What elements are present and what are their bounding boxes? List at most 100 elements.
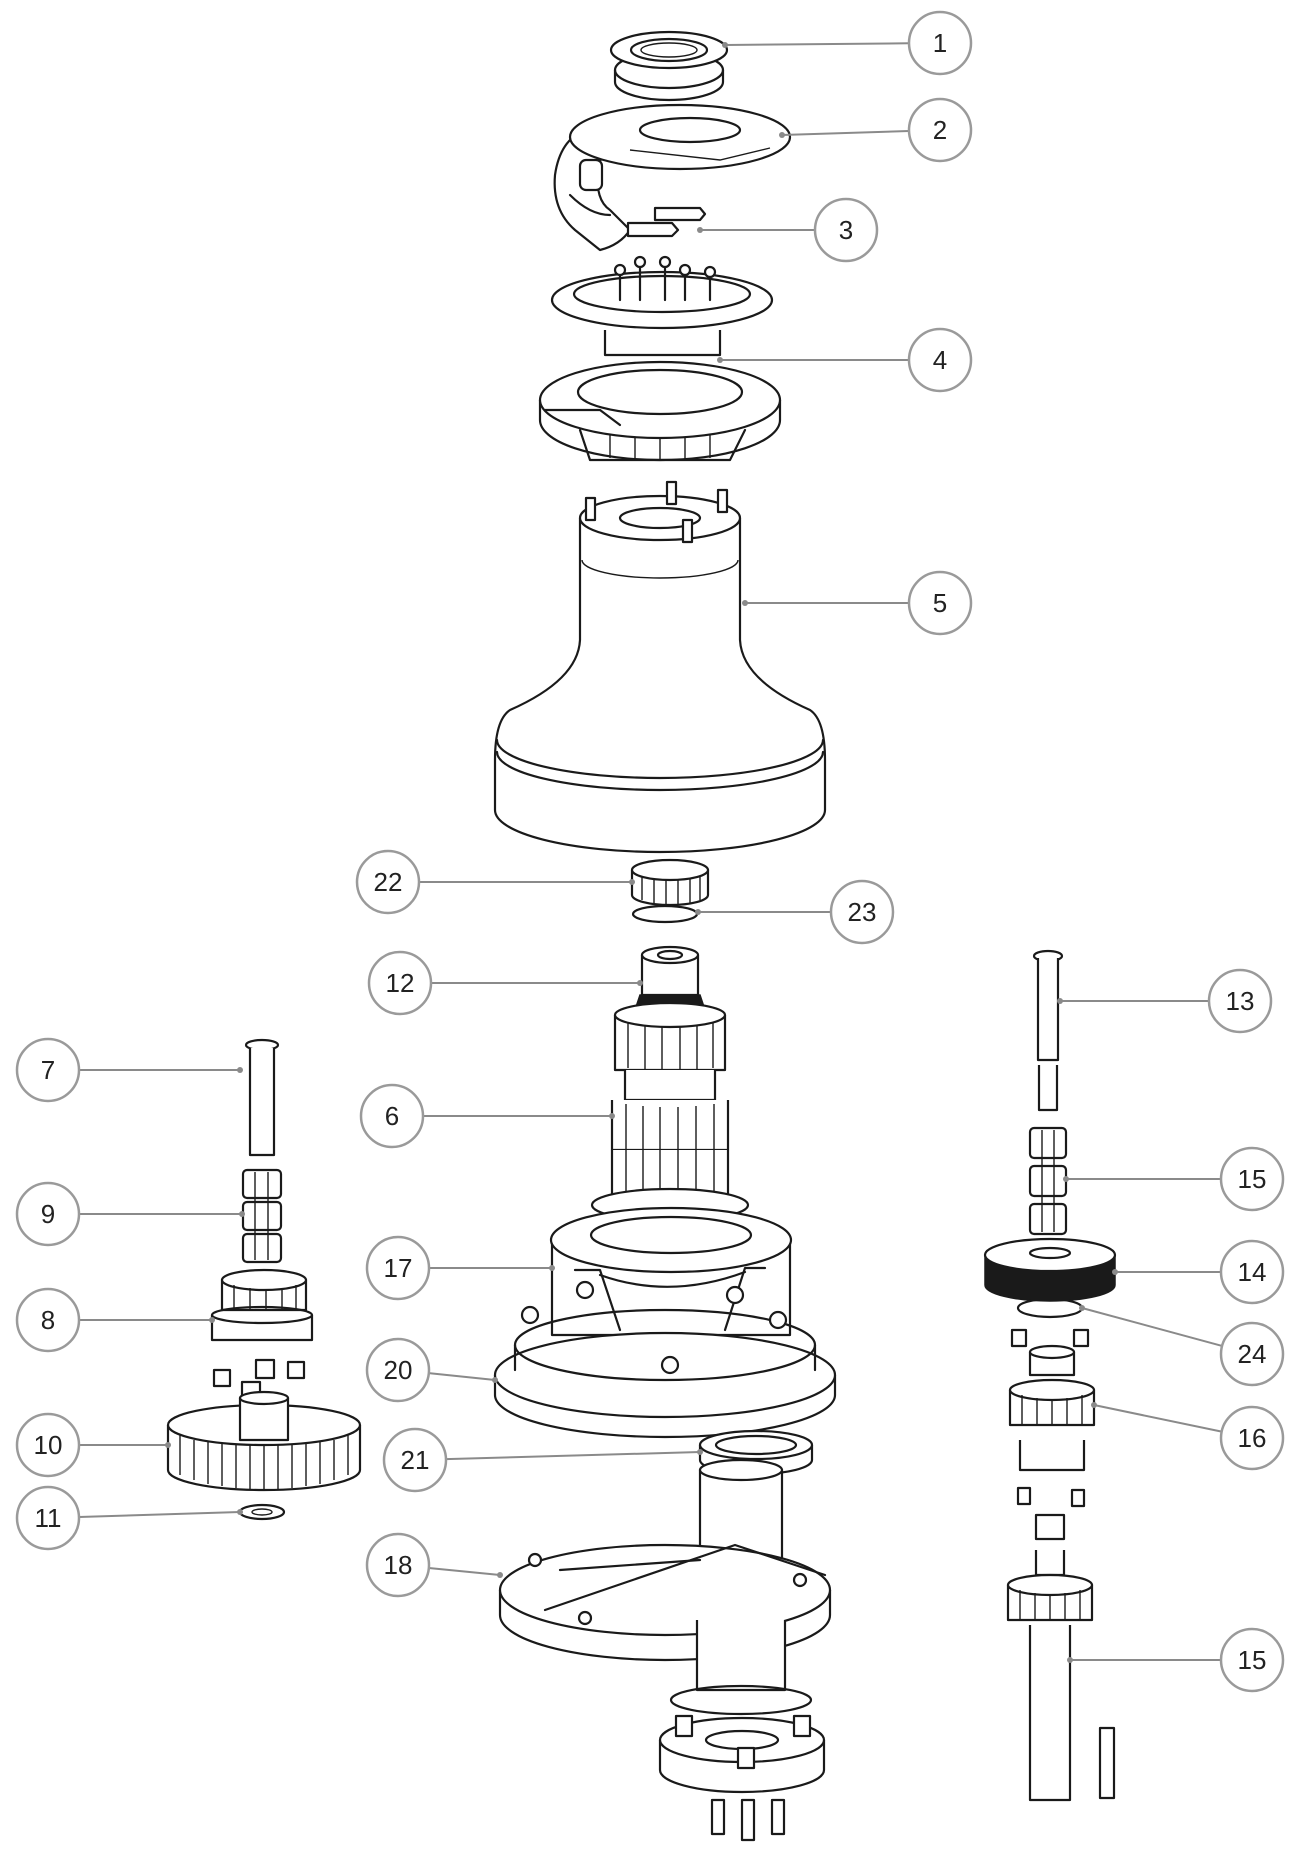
callout-label: 12 xyxy=(386,968,415,998)
callout-label: 15 xyxy=(1238,1645,1267,1675)
callout-c10: 10 xyxy=(15,1412,171,1478)
leader-dot xyxy=(497,1572,503,1578)
callout-circle xyxy=(1207,968,1273,1034)
leader-dot xyxy=(1091,1402,1097,1408)
callout-circle xyxy=(1219,1321,1285,1387)
callout-label: 16 xyxy=(1238,1423,1267,1453)
callout-label: 7 xyxy=(41,1055,55,1085)
callout-circle xyxy=(907,327,973,393)
callout-c3: 3 xyxy=(697,197,879,263)
callout-c11: 11 xyxy=(15,1485,243,1551)
callout-label: 18 xyxy=(384,1550,413,1580)
part-3-keys xyxy=(626,206,707,238)
leader-dot xyxy=(165,1442,171,1448)
leader-dot xyxy=(237,1067,243,1073)
callout-circle xyxy=(359,1083,425,1149)
callout-circle xyxy=(15,1412,81,1478)
callout-circle xyxy=(367,950,433,1016)
callout-label: 23 xyxy=(848,897,877,927)
callout-c8: 8 xyxy=(15,1287,215,1353)
callout-circle xyxy=(1219,1405,1285,1471)
leader-dot xyxy=(697,227,703,233)
part-4-stripper-assembly xyxy=(538,255,782,462)
part-5-drum xyxy=(493,480,827,854)
callout-circle xyxy=(15,1485,81,1551)
leader-line xyxy=(78,1511,241,1519)
drum-studs xyxy=(584,480,729,544)
part-9-needle-bearings xyxy=(241,1168,283,1264)
callout-label: 4 xyxy=(933,345,947,375)
callout-circle xyxy=(365,1337,431,1403)
callout-circle xyxy=(365,1532,431,1598)
leader-dot xyxy=(209,1317,215,1323)
callout-c14: 14 xyxy=(1112,1239,1285,1305)
leader-line xyxy=(428,1372,496,1381)
leader-dot xyxy=(1063,1176,1069,1182)
callout-c2: 2 xyxy=(779,97,973,163)
leader-dot xyxy=(1079,1305,1085,1311)
part-1-top-cap xyxy=(609,30,729,102)
part-15-needle-bearings-upper xyxy=(1028,1126,1068,1236)
leader-dot xyxy=(239,1211,245,1217)
callout-circle xyxy=(15,1037,81,1103)
leader-dot xyxy=(779,132,785,138)
callout-circle xyxy=(355,849,421,915)
leader-dot xyxy=(1057,998,1063,1004)
callout-label: 2 xyxy=(933,115,947,145)
callout-label: 17 xyxy=(384,1253,413,1283)
bottom-flange xyxy=(658,1714,826,1842)
part-18-base xyxy=(498,1458,832,1716)
part-12-main-shaft xyxy=(633,945,707,1011)
callout-label: 9 xyxy=(41,1199,55,1229)
callout-c5: 5 xyxy=(742,570,973,636)
callout-c23: 23 xyxy=(695,879,895,945)
callout-label: 6 xyxy=(385,1101,399,1131)
callout-c7: 7 xyxy=(15,1037,243,1103)
part-22-bearing xyxy=(630,858,710,907)
gear-teeth xyxy=(179,1435,349,1490)
callout-circle xyxy=(15,1181,81,1247)
callout-c4: 4 xyxy=(717,327,973,393)
callout-label: 11 xyxy=(35,1503,62,1533)
callout-circle xyxy=(813,197,879,263)
callout-label: 14 xyxy=(1238,1257,1267,1287)
callout-circle xyxy=(829,879,895,945)
leader-line xyxy=(428,1567,501,1576)
leader-dot xyxy=(629,879,635,885)
leader-dot xyxy=(742,600,748,606)
callout-c21: 21 xyxy=(382,1427,703,1493)
part-15-lower-shaft xyxy=(1006,1550,1116,1802)
part-2-self-tailer-top xyxy=(553,103,792,252)
callout-label: 21 xyxy=(401,1445,430,1475)
callout-c12: 12 xyxy=(367,950,643,1016)
callout-label: 10 xyxy=(34,1430,63,1460)
leader-line xyxy=(724,42,910,46)
callout-c17: 17 xyxy=(365,1235,555,1301)
part-13-gear-pin xyxy=(1032,949,1064,1112)
callout-c9: 9 xyxy=(15,1181,245,1247)
leader-dot xyxy=(637,980,643,986)
callout-c24: 24 xyxy=(1079,1305,1285,1387)
callout-label: 15 xyxy=(1238,1164,1267,1194)
part-6-bearing-stack xyxy=(590,1001,750,1223)
callout-circle xyxy=(15,1287,81,1353)
callout-circle xyxy=(382,1427,448,1493)
leader-dot xyxy=(237,1509,243,1515)
callout-circle xyxy=(1219,1146,1285,1212)
callout-c15b: 15 xyxy=(1067,1627,1285,1693)
part-17-gear-cage xyxy=(549,1206,793,1337)
part-11-washer xyxy=(238,1503,286,1521)
callout-c22: 22 xyxy=(355,849,635,915)
part-10-bull-gear xyxy=(166,1390,362,1492)
leader-line xyxy=(1093,1404,1222,1433)
leader-dot xyxy=(1112,1269,1118,1275)
callout-label: 5 xyxy=(933,588,947,618)
leader-line xyxy=(781,129,910,136)
leader-dot xyxy=(717,357,723,363)
leader-dot xyxy=(492,1377,498,1383)
callout-c1: 1 xyxy=(722,10,973,76)
leader-dot xyxy=(609,1113,615,1119)
leader-line xyxy=(1081,1307,1223,1347)
callout-circle xyxy=(907,97,973,163)
